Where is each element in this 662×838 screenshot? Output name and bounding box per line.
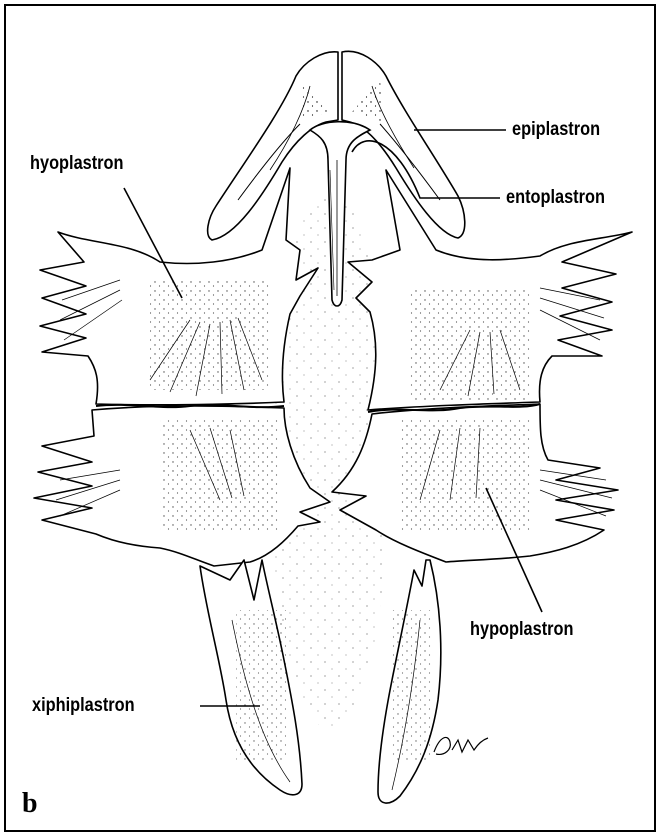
panel-letter: b xyxy=(22,790,38,818)
label-epiplastron: epiplastron xyxy=(512,120,600,139)
artist-signature xyxy=(430,730,490,760)
label-hypoplastron: hypoplastron xyxy=(470,620,573,639)
label-entoplastron: entoplastron xyxy=(506,188,605,207)
label-xiphiplastron: xiphiplastron xyxy=(32,696,135,715)
label-hyoplastron: hyoplastron xyxy=(30,154,124,173)
